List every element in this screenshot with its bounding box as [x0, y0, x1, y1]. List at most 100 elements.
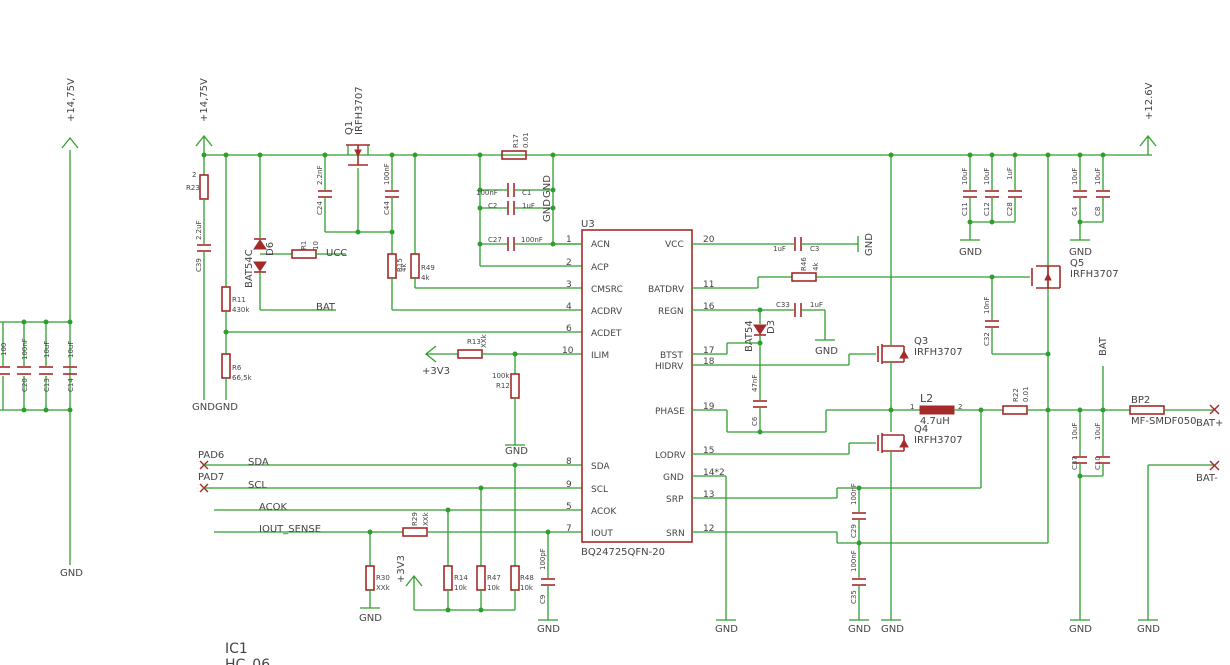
gnd-label: GND [848, 624, 871, 635]
pin-name: ACDRV [591, 307, 623, 317]
bp2-value: MF-SMDF050 [1131, 416, 1197, 427]
input-protection: 2 R23 2.2uF C39 GND R11 430k R6 66,5k GN… [186, 86, 582, 413]
gnd-label: GND [881, 624, 904, 635]
r13-ref: R13 [467, 338, 481, 346]
c1-value: 100nF [476, 189, 498, 197]
c44-value: 100nF [383, 163, 391, 185]
net-bat-right: BAT [1098, 336, 1109, 356]
gnd-label: GND [192, 402, 215, 413]
c35-value: 100nF [850, 550, 858, 572]
c-partial-value: 100 [0, 343, 8, 356]
r17-value: 0.01 [522, 132, 530, 148]
r48-value: 10k [520, 584, 534, 592]
l2-ref: L2 [920, 392, 933, 405]
smbus-section: PAD6 PAD7 SDA SCL ACOK IOUT_SENSE R29 XX… [198, 450, 582, 635]
pin-num: 14*2 [703, 468, 725, 478]
c35-ref: C35 [850, 590, 858, 604]
c13-ref: C13 [43, 378, 51, 392]
q4-ref: Q4 [914, 424, 928, 435]
pin-name: ACOK [591, 507, 617, 517]
input-sense: R17 0.01 100nF C1 C2 1uF C27 100nF GND G… [476, 132, 582, 267]
pin-num: 4 [566, 302, 572, 312]
pin-name: BTST [660, 351, 683, 361]
gnd-label: GND [1069, 624, 1092, 635]
pin-name: SCL [591, 485, 608, 495]
q5-ref: Q5 [1070, 258, 1084, 269]
gnd-label: GND [864, 233, 875, 256]
c9-value: 100pF [539, 548, 547, 570]
pin-name: VCC [665, 240, 684, 250]
c9-ref: C9 [539, 595, 547, 604]
c12-ref: C12 [983, 202, 991, 216]
pin-num: 5 [566, 502, 572, 512]
c4-value: 10uF [1071, 168, 1079, 185]
q3-ref: Q3 [914, 336, 928, 347]
net-ucc: UCC [326, 248, 347, 259]
r30-ref: R30 [376, 574, 390, 582]
c12-value: 10uF [983, 168, 991, 185]
ilim-network: +3V3 R13 XXk 100k R12 GND [422, 333, 582, 457]
r12-ref: R12 [496, 382, 510, 390]
right-pin-labels: VCC 20 BATDRV 11 REGN 16 BTST 17 HIDRV 1… [648, 235, 725, 539]
r17-ref: R17 [512, 134, 520, 148]
c10-value: 10uF [1094, 423, 1102, 440]
d3-part: BAT54 [744, 320, 755, 352]
r23-ref: R23 [186, 184, 200, 192]
output-caps-top: 10uF C11 10uF C12 1uF C28 GND 10uF C4 10… [959, 155, 1110, 258]
r48-ref: R48 [520, 574, 534, 582]
pin-name: PHASE [655, 407, 685, 417]
r46-ref: R46 [800, 257, 808, 271]
pin-name: ACN [591, 240, 610, 250]
gate-drive-section: 1uF C3 GND R46 4k C33 1uF GND BAT54 D3 [692, 233, 1048, 635]
pad7-label: PAD7 [198, 472, 224, 483]
pin-name: SRN [666, 529, 685, 539]
left-cap-bank: 100 100nF C20 10uF C13 10uF C14 +14,75V … [0, 78, 83, 579]
pin-num: 2 [566, 258, 572, 268]
gnd-label: GND [359, 613, 382, 624]
l2-value: 4.7uH [920, 416, 950, 427]
r11-ref: R11 [232, 296, 246, 304]
pin-name: HIDRV [655, 362, 684, 372]
c32-value: 10nF [983, 297, 991, 314]
pin-name: BATDRV [648, 285, 685, 295]
pin-num: 6 [566, 324, 572, 334]
r22-ref: R22 [1012, 388, 1020, 402]
pin-num: 10 [562, 346, 574, 356]
gnd-label: GND [60, 568, 83, 579]
c3-ref: C3 [810, 245, 819, 253]
pin-num: 15 [703, 446, 714, 456]
gnd-label: GND [959, 247, 982, 258]
pin-name: SRP [666, 495, 684, 505]
c14-value: 10uF [67, 341, 75, 358]
c6-value: 47nF [751, 375, 759, 392]
q5-part: IRFH3707 [1070, 269, 1119, 280]
r23-value: 2 [192, 171, 196, 179]
net-sda: SDA [248, 457, 269, 468]
r6-ref: R6 [232, 364, 242, 372]
net-batp: BAT+ [1196, 418, 1223, 429]
q1-part: IRFH3707 [354, 86, 365, 135]
net-acok: ACOK [259, 502, 288, 513]
r11-value: 430k [232, 306, 250, 314]
pin-num: 18 [703, 357, 715, 367]
c1-ref: C1 [522, 189, 531, 197]
d3-ref: D3 [766, 320, 777, 334]
pin-num: 16 [703, 302, 715, 312]
pin-num: 12 [703, 524, 714, 534]
c20-ref: C20 [21, 378, 29, 392]
gnd-label: GND [215, 402, 238, 413]
d6-part: BAT54C [244, 249, 255, 288]
c8-value: 10uF [1094, 168, 1102, 185]
c37-value: 10uF [1071, 423, 1079, 440]
c24-ref: C24 [316, 201, 324, 215]
pin-num: 1 [566, 235, 572, 245]
c13-value: 10uF [43, 341, 51, 358]
net-iout-sense: IOUT_SENSE [259, 524, 321, 535]
c39-ref: C39 [195, 258, 203, 272]
pin-name: LODRV [655, 451, 686, 461]
pin-num: 9 [566, 480, 572, 490]
c4-ref: C4 [1071, 206, 1079, 216]
pin-num: 3 [566, 280, 572, 290]
pin-name: ILIM [591, 351, 609, 361]
power-stage: Q3 IRFH3707 Q4 IRFH3707 GND L2 4.7uH 1 2… [877, 155, 1130, 635]
